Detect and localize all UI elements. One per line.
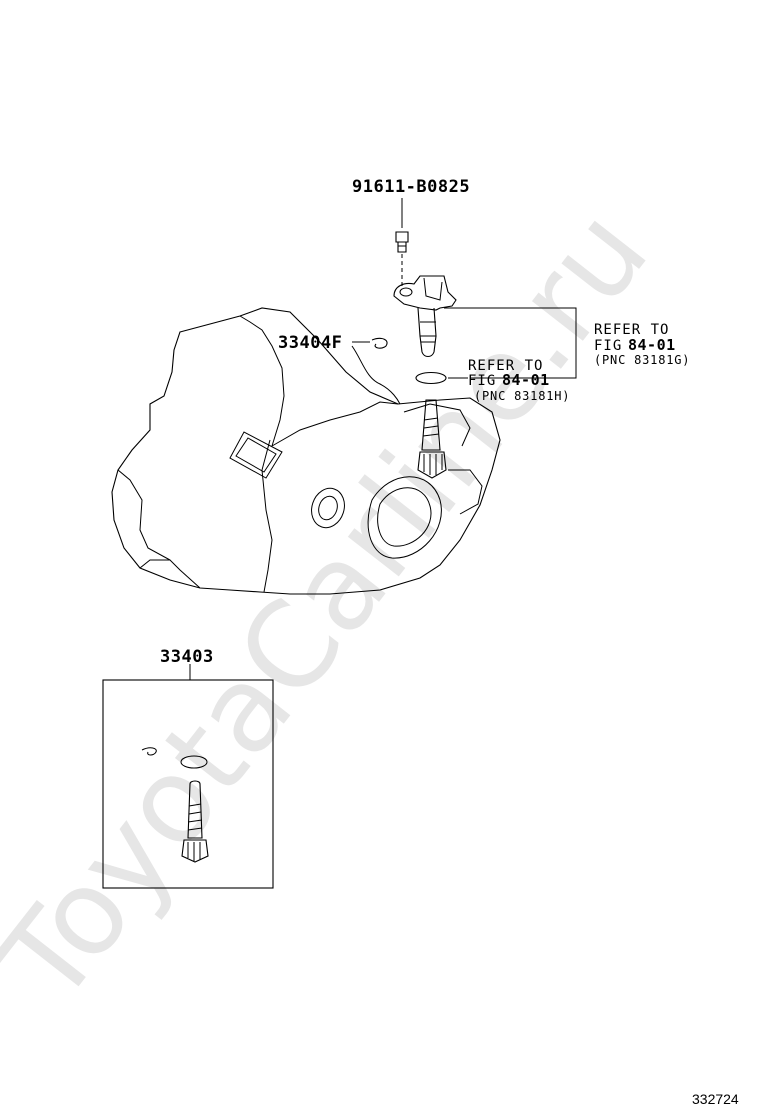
o-ring	[415, 371, 447, 385]
driven-gear	[417, 399, 447, 479]
ref-lower-fig-prefix: FIG	[468, 373, 496, 389]
leader-clip-housing	[351, 345, 401, 405]
leader-ref-upper	[444, 307, 577, 379]
ref-upper-fig-prefix: FIG	[594, 338, 622, 354]
part-number-kit: 33403	[160, 647, 214, 667]
speed-sensor	[393, 275, 457, 358]
kit-driven-gear	[181, 780, 209, 863]
reference-upper: REFER TO FIG 84-01 (PNC 83181G)	[594, 322, 690, 367]
kit-clip	[141, 747, 157, 756]
ref-upper-text: REFER TO	[594, 322, 669, 338]
bolt	[395, 231, 409, 286]
ref-lower-fig: 84-01	[502, 371, 550, 389]
ref-upper-pnc: (PNC 83181G)	[594, 353, 690, 367]
clip	[371, 337, 388, 349]
part-number-bolt: 91611-B0825	[352, 177, 470, 197]
transaxle-housing	[111, 307, 501, 595]
ref-lower-pnc: (PNC 83181H)	[474, 389, 570, 403]
figure-number: 332724	[692, 1091, 739, 1107]
watermark: ToyotaCarline.ru	[0, 184, 674, 1028]
part-number-clip: 33404F	[278, 333, 342, 353]
reference-lower: REFER TO FIG 84-01 (PNC 83181H)	[468, 358, 570, 403]
kit-o-ring	[180, 755, 208, 769]
ref-lower-text: REFER TO	[468, 358, 543, 374]
ref-upper-fig: 84-01	[628, 336, 676, 354]
kit-box	[102, 679, 274, 889]
